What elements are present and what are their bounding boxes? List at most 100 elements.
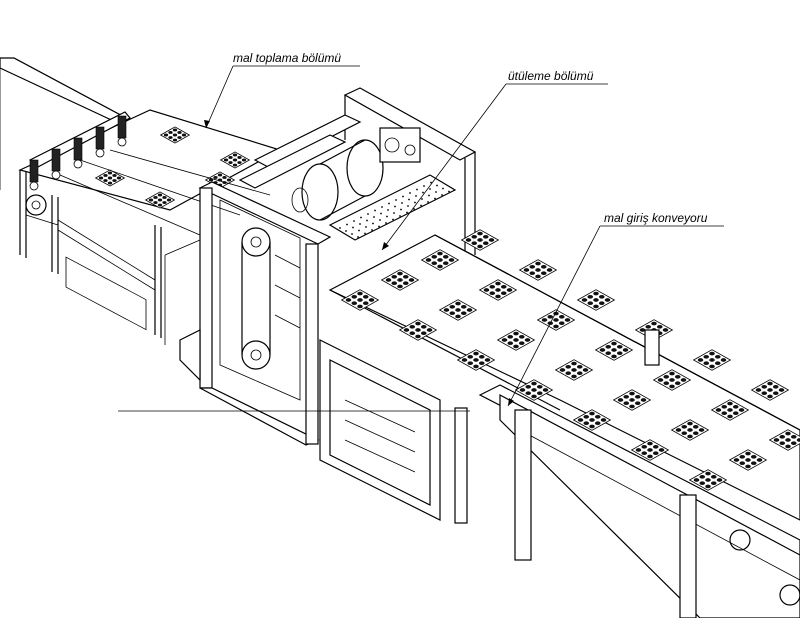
perf-dot [415, 195, 417, 197]
tray-cell [720, 358, 727, 362]
tray-cell [645, 324, 652, 329]
tray-cell [558, 321, 565, 326]
egg-tray [536, 309, 576, 331]
tray-cell [714, 361, 721, 366]
egg-tray [630, 439, 670, 461]
tray-cell [529, 264, 536, 269]
tray-cell [478, 361, 485, 366]
tray-cell [531, 394, 537, 399]
tray-cell [727, 414, 733, 419]
tray-cell [587, 294, 594, 299]
tray-cell [437, 258, 443, 262]
tray-cell [489, 291, 496, 296]
tray-cell [518, 334, 525, 339]
tray-cell [772, 384, 779, 389]
belt-line-3 [109, 149, 271, 196]
tray-cell [547, 314, 554, 319]
tray-cell [226, 178, 232, 182]
tray-cell [482, 241, 489, 246]
tray-cell [507, 334, 514, 339]
tray-cell [217, 173, 223, 177]
tray-cell [466, 308, 473, 312]
lower-frame [65, 256, 147, 331]
tray-cell [471, 234, 478, 239]
tray-cell [598, 301, 605, 306]
tray-cell [709, 351, 715, 356]
tray-cell [692, 424, 699, 429]
perf-dot [414, 201, 416, 204]
gripper [73, 137, 83, 161]
tray-cell [593, 304, 599, 309]
egg-tray [518, 259, 558, 281]
gripper-wheel [117, 137, 127, 147]
label-ironing: ütüleme bölümü [508, 69, 594, 83]
tray-cell [541, 318, 548, 322]
tray-cell [455, 314, 461, 319]
tray-cell [571, 374, 577, 379]
tray-cell [605, 351, 612, 356]
tray-cell [658, 448, 665, 452]
lower-cabinet [179, 329, 201, 382]
tray-cell [576, 364, 583, 369]
end-roller [729, 529, 751, 551]
tray-cell [674, 381, 681, 386]
perf-dot [434, 197, 436, 200]
tray-cell [437, 251, 443, 256]
perf-dot [365, 226, 367, 228]
infeed-conveyor [328, 229, 800, 618]
perf-dot [394, 205, 396, 208]
tray-cell [148, 198, 154, 202]
tray-cell [103, 174, 108, 177]
tray-cell [605, 344, 612, 349]
tray-cell [564, 318, 571, 322]
perf-dot [352, 226, 354, 229]
egg-tray [612, 389, 652, 411]
arrow-ironing [382, 242, 389, 250]
tray-cell [647, 454, 653, 459]
tray-cell [535, 274, 541, 279]
tray-cell [652, 451, 659, 456]
tray-cell [473, 351, 479, 356]
tray-cell [500, 284, 507, 289]
base-rail [344, 399, 416, 433]
callout-ironing: ütüleme bölümü [381, 69, 608, 251]
feed-table-top [0, 57, 132, 125]
tray-cell [622, 348, 629, 352]
tray-cell [785, 431, 791, 436]
egg-tray [670, 419, 710, 441]
tray-cell [153, 196, 158, 199]
perf-dot [409, 192, 411, 194]
tray-cell [617, 398, 624, 402]
tray-cell [483, 288, 490, 292]
tray-cell [232, 158, 238, 162]
tray-cell [715, 408, 722, 412]
perf-dot [386, 215, 388, 218]
perf-dot [435, 191, 437, 193]
tray-cell [698, 428, 705, 432]
tray-cell [675, 428, 682, 432]
tray-cell [524, 338, 531, 342]
perf-dot [407, 205, 409, 207]
tray-cell [604, 298, 611, 302]
perf-dot [416, 188, 418, 191]
slat [274, 254, 301, 269]
tray-cell [629, 398, 635, 402]
tray-cell [772, 391, 779, 396]
tray-cell [415, 321, 421, 326]
tray-cell [629, 404, 635, 409]
perf-dot [366, 219, 368, 222]
tray-cell [536, 384, 543, 389]
tray-cell [460, 304, 467, 309]
tray-cell [571, 361, 577, 366]
tray-cell [536, 391, 543, 396]
egg-tray [219, 151, 251, 169]
perf-dot [339, 227, 341, 229]
tray-cell [703, 354, 710, 359]
tray-cell [222, 176, 227, 179]
tray-cell [157, 198, 163, 202]
tray-cell [172, 138, 178, 142]
tray-cell [714, 354, 721, 359]
tray-cell [785, 444, 791, 449]
tray-cell [223, 158, 229, 162]
tray-cell [727, 408, 733, 412]
